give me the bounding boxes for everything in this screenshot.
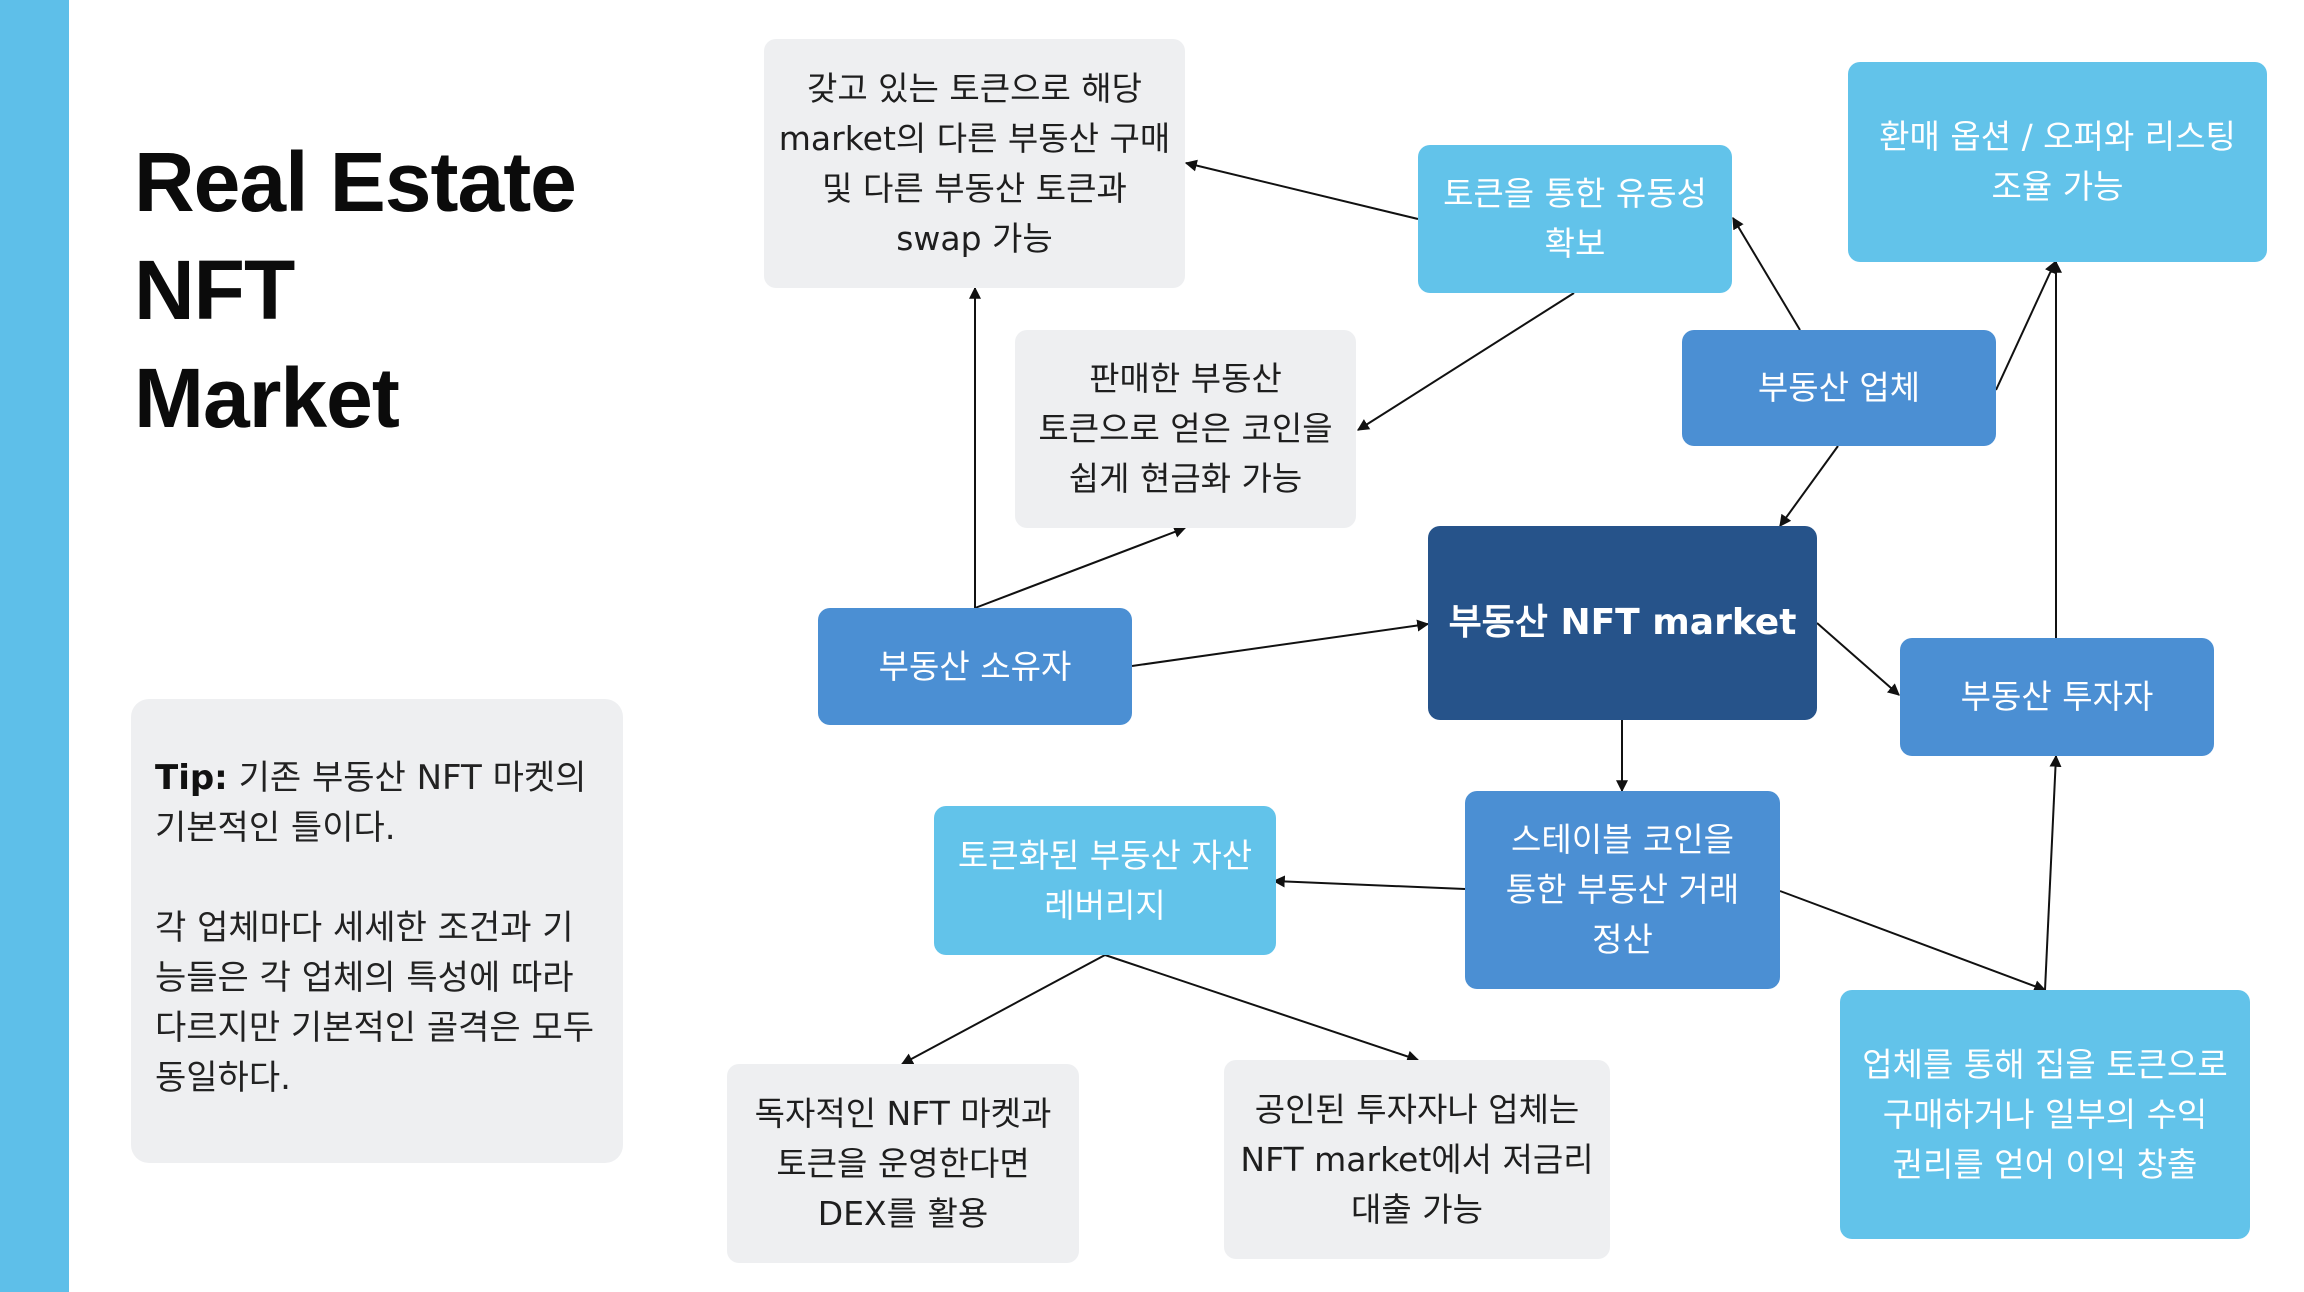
arrow-company-to-liquidity [1732,216,1801,331]
arrow-owner-to-cashout [974,526,1187,609]
left-accent-bar [0,0,69,1292]
tip-paragraph-1: Tip: 기존 부동산 NFT 마켓의 기본적인 틀이다. [155,753,599,853]
arrow-stablecoin-to-leverage [1272,875,1466,890]
page-title: Real Estate NFT Market [134,128,694,452]
node-buyback: 환매 옵션 / 오퍼와 리스팅 조율 가능 [1848,62,2267,262]
tip-label: Tip: [155,758,228,798]
arrow-stablecoin-to-profit [1779,890,2047,992]
node-liquidity: 토큰을 통한 유동성 확보 [1418,145,1732,293]
arrow-liquidity-to-swap [1184,159,1419,220]
tip-box: Tip: 기존 부동산 NFT 마켓의 기본적인 틀이다. 각 업체마다 세세한… [131,699,623,1163]
node-nft-market: 부동산 NFT market [1428,526,1817,720]
node-company: 부동산 업체 [1682,330,1996,446]
arrow-company-to-buyback [1995,260,2056,391]
node-low-rate-loan: 공인된 투자자나 업체는 NFT market에서 저금리 대출 가능 [1224,1060,1610,1259]
arrow-leverage-to-lowrate [1104,954,1420,1063]
arrow-profit-to-investor [2044,754,2062,991]
tip-text: 기존 부동산 NFT 마켓의 기본적인 틀이다. [155,758,587,848]
node-swap: 갖고 있는 토큰으로 해당 market의 다른 부동산 구매 및 다른 부동산… [764,39,1185,288]
arrow-company-to-market [1779,445,1839,527]
title-line-3: Market [134,351,400,445]
arrow-owner-to-market [1131,619,1430,667]
title-line-2: NFT [134,243,295,337]
tip-paragraph-2: 각 업체마다 세세한 조건과 기능들은 각 업체의 특성에 따라 다르지만 기본… [155,908,595,1098]
node-dex: 독자적인 NFT 마켓과 토큰을 운영한다면 DEX를 활용 [727,1064,1079,1263]
node-cashout: 판매한 부동산 토큰으로 얻은 코인을 쉽게 현금화 가능 [1015,330,1356,528]
title-line-1: Real Estate [134,135,577,229]
node-owner: 부동산 소유자 [818,608,1132,725]
arrow-leverage-to-dex [900,954,1106,1065]
node-stablecoin: 스테이블 코인을 통한 부동산 거래 정산 [1465,791,1780,989]
node-leverage: 토큰화된 부동산 자산 레버리지 [934,806,1276,955]
arrow-liquidity-to-cashout [1356,292,1575,431]
arrow-market-to-investor [1816,622,1900,696]
node-investor: 부동산 투자자 [1900,638,2214,756]
node-profit: 업체를 통해 집을 토큰으로 구매하거나 일부의 수익 권리를 얻어 이익 창출 [1840,990,2250,1239]
